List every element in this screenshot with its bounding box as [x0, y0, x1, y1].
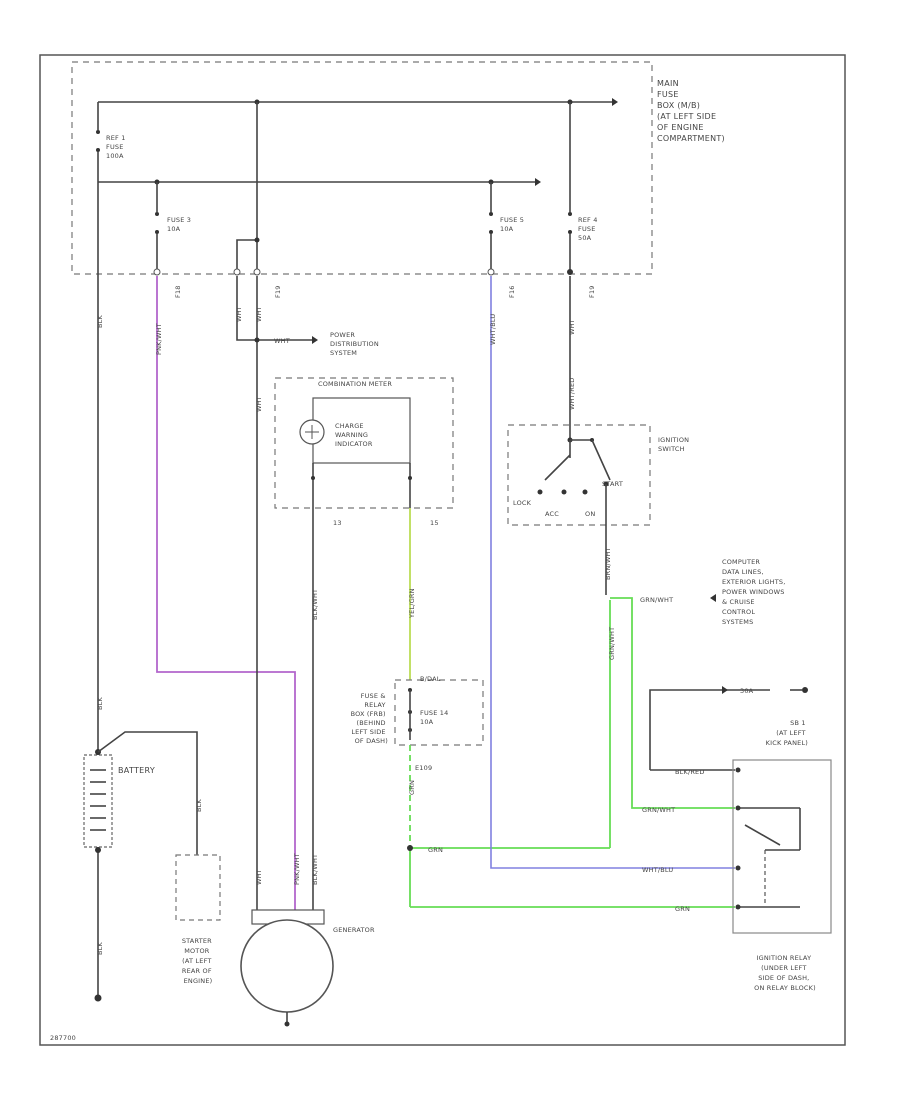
purple-wire: [156, 276, 296, 910]
battery-circuit: [83, 182, 221, 1002]
wire-grnwht-v: GRN/WHT: [608, 627, 616, 660]
wire-blk-starter: BLK: [195, 799, 203, 812]
fuse-relay-box-label: FUSE & RELAY BOX (FRB) (BEHIND LEFT SIDE…: [351, 692, 388, 745]
battery-label: BATTERY: [118, 766, 155, 775]
blue-wire: [490, 276, 735, 869]
combination-meter: [274, 377, 454, 509]
wire-wht-b: WHT: [255, 306, 263, 322]
fuse14-label: FUSE 14 10A: [420, 709, 451, 726]
main-fuse-box-title: MAIN FUSE BOX (M/B) (AT LEFT SIDE OF ENG…: [657, 79, 725, 143]
wire-grn-v: GRN: [408, 780, 416, 795]
ign-acc: ACC: [545, 510, 559, 518]
wire-grnwht-a: GRN/WHT: [640, 596, 673, 604]
power-wire-label: WHT: [274, 337, 290, 345]
fuse3-label: FUSE 3 10A: [167, 216, 193, 233]
wire-brnwht: BRN/WHT: [604, 547, 612, 580]
wire-whtblu: WHT/BLU: [642, 866, 673, 874]
ignition-relay-label: IGNITION RELAY (UNDER LEFT SIDE OF DASH,…: [754, 954, 816, 992]
sb1-label: SB 1 (AT LEFT KICK PANEL): [766, 719, 808, 747]
connector-f16: F16: [508, 285, 516, 298]
ref4-fuse-label: REF 4 FUSE 50A: [578, 216, 600, 242]
wire-wht-a: WHT: [235, 306, 243, 322]
wire-pnkwht-b: PNK/WHT: [293, 853, 301, 885]
sb1-amp: 30A: [740, 687, 754, 695]
wire-blkred: BLK/RED: [675, 768, 705, 776]
fuse-relay-box: [394, 679, 484, 848]
wire-blkwht-a: BLK/WHT: [311, 589, 319, 620]
main-fuse-box: [71, 61, 653, 276]
connector-f18: F18: [174, 285, 182, 298]
connector-f19-b: F19: [588, 285, 596, 298]
starter-motor-label: STARTER MOTOR (AT LEFT REAR OF ENGINE): [182, 937, 214, 985]
meter-pin-13: 13: [333, 519, 342, 527]
wire-whtred: WHT/RED: [568, 377, 576, 410]
meter-pin-15: 15: [430, 519, 439, 527]
wire-whtblu-v: WHT/BLU: [489, 314, 497, 345]
fuse-relay-conn: E109: [415, 764, 432, 772]
ignition-relay: [649, 686, 832, 934]
wire-blk-left-a: BLK: [96, 315, 104, 328]
ign-on: ON: [585, 510, 595, 518]
diagram-frame: [39, 54, 846, 1046]
wire-grnwht-b: GRN/WHT: [642, 806, 675, 814]
wire-blkwht-b: BLK/WHT: [311, 854, 319, 885]
ign-lock: LOCK: [513, 499, 532, 507]
fuse5-label: FUSE 5 10A: [500, 216, 526, 233]
wire-blk-left-c: BLK: [96, 942, 104, 955]
wire-ylwgrn: YEL/GRN: [408, 588, 416, 619]
fuse-relay-ref: B/DAL: [420, 675, 441, 683]
wire-pnkwht: PNK/WHT: [155, 323, 163, 355]
ignition-switch-title: IGNITION SWITCH: [658, 436, 691, 453]
computer-data-label: COMPUTER DATA LINES, EXTERIOR LIGHTS, PO…: [722, 558, 788, 626]
green-wires: [407, 594, 735, 908]
wire-wht-d: WHT: [255, 869, 263, 885]
combination-meter-title: COMBINATION METER: [318, 380, 392, 388]
wire-wht-c: WHT: [255, 396, 263, 412]
wire-blk-left-b: BLK: [96, 697, 104, 710]
ignition-switch: [507, 276, 651, 595]
wire-wht-ign: WHT: [568, 319, 576, 335]
charge-warning-label: CHARGE WARNING INDICATOR: [335, 422, 373, 448]
ref1-fuse-label: REF 1 FUSE 100A: [106, 134, 128, 160]
ign-start: START: [602, 480, 623, 488]
wire-grn-b: GRN: [675, 905, 690, 913]
power-distribution-label: POWER DISTRIBUTION SYSTEM: [330, 331, 381, 357]
generator: [240, 909, 334, 1027]
wire-grn-a: GRN: [428, 846, 443, 854]
connector-f19-a: F19: [274, 285, 282, 298]
diagram-id: 287700: [50, 1034, 76, 1042]
generator-label: GENERATOR: [333, 926, 375, 934]
